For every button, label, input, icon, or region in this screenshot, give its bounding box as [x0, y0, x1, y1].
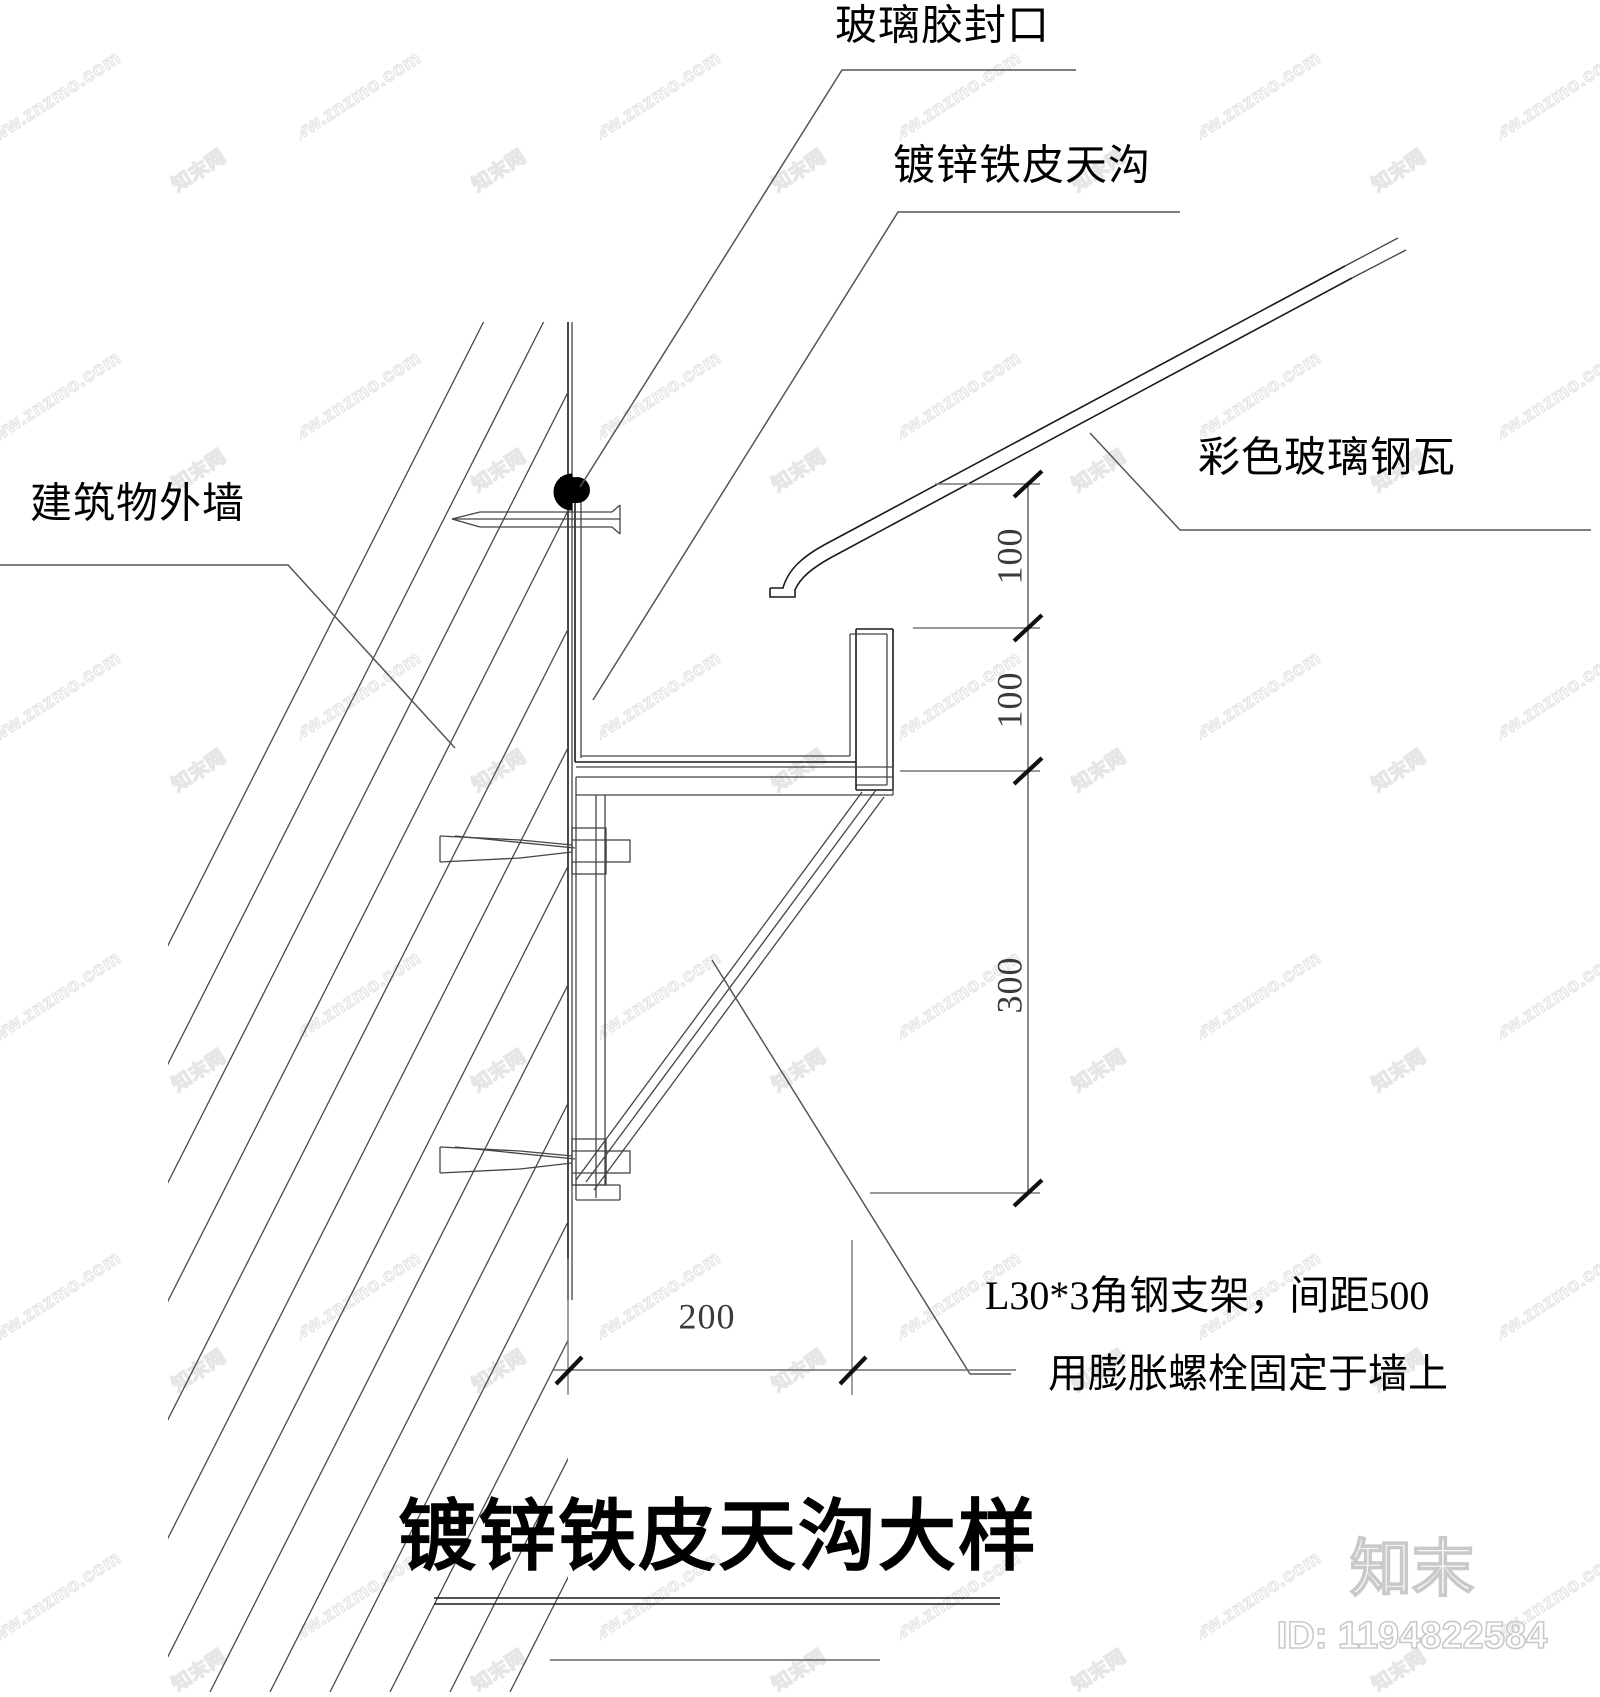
label-sealant: 玻璃胶封口: [835, 3, 1050, 50]
expansion-bolt-upper: [439, 827, 631, 875]
watermark-brand-block: 知末 ID: 1194822584: [1276, 1534, 1548, 1658]
label-gutter: 镀锌铁皮天沟: [893, 144, 1151, 190]
galvanized-gutter: [574, 498, 894, 791]
dimension-chain-vertical: [870, 469, 1044, 1208]
note-anchor: 用膨胀螺栓固定于墙上: [1048, 1351, 1448, 1396]
wall-hatch: [168, 322, 568, 1692]
watermark-brand: 知末: [1350, 1535, 1474, 1604]
angle-steel-bracket: [575, 766, 894, 1201]
leader-lines: [0, 69, 1591, 1375]
label-exterior-wall: 建筑物外墙: [30, 482, 245, 528]
expansion-bolt-lower: [439, 1138, 631, 1186]
dim-value-100-top: 100: [989, 528, 1029, 585]
upper-fastener: [451, 504, 621, 535]
label-frp-tile: 彩色玻璃钢瓦: [1198, 436, 1456, 482]
dim-value-300-bottom: 300: [989, 957, 1029, 1014]
drawing-title: 镀锌铁皮天沟大样: [398, 1493, 1038, 1580]
dim-value-200: 200: [679, 1296, 736, 1336]
dim-value-100-mid: 100: [989, 672, 1029, 729]
sealant-bead: [553, 473, 590, 511]
dimension-horizontal-200: [552, 1240, 1016, 1395]
watermark-id: ID: 1194822584: [1277, 1615, 1547, 1657]
frp-roof-tile: [769, 237, 1407, 598]
exterior-wall-body: [168, 322, 573, 1692]
note-angle-bracket: L30*3角钢支架，间距500: [985, 1273, 1429, 1318]
